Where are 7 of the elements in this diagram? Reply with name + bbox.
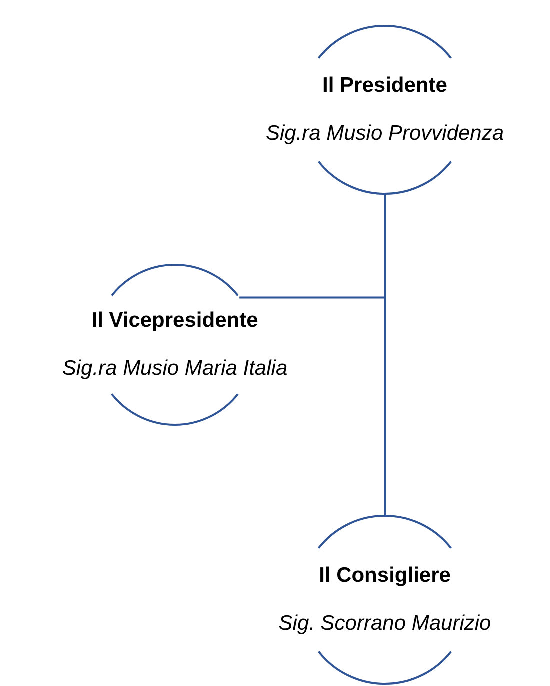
- connector-line: [384, 194, 386, 516]
- role-title: Il Presidente: [322, 73, 448, 99]
- person-name: Sig. Scorrano Maurizio: [278, 611, 492, 637]
- person-name: Sig.ra Musio Maria Italia: [62, 356, 288, 382]
- role-title: Il Consigliere: [319, 563, 451, 589]
- role-title: Il Vicepresidente: [92, 308, 258, 334]
- person-name: Sig.ra Musio Provvidenza: [266, 121, 504, 147]
